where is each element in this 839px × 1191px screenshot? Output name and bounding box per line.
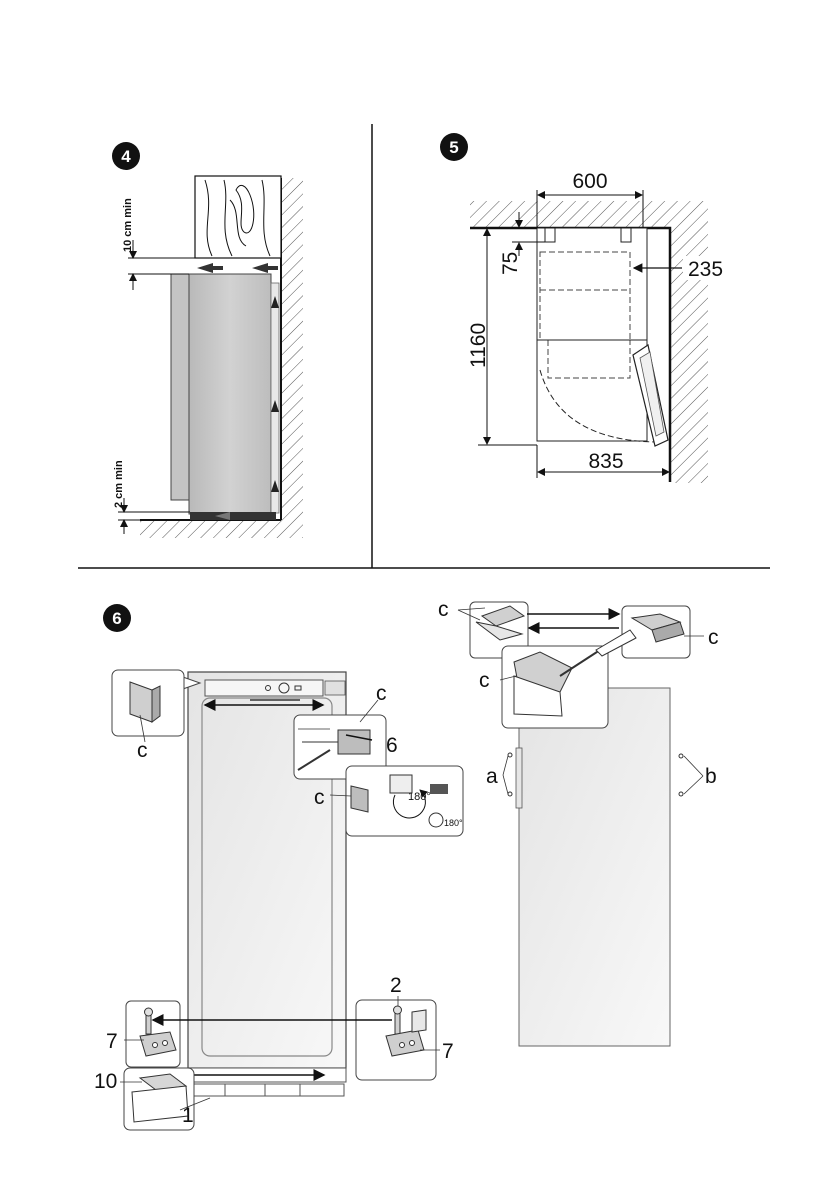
fridge-side-view [171, 274, 279, 520]
top-clearance-label: 10 cm min [122, 198, 134, 252]
label-step-1: 1 [182, 1104, 194, 1127]
figure-4: 4 [112, 142, 303, 538]
label-step-10: 10 [94, 1070, 117, 1093]
label-c-left: c [137, 739, 148, 762]
rear-gap-75-label: 75 [499, 252, 522, 275]
rear-wall [281, 178, 303, 520]
figure-5: 5 600 1160 75 [440, 133, 723, 483]
label-c-swap-left: c [438, 598, 449, 621]
figure-5-badge: 5 [440, 133, 468, 161]
height-1160-label: 1160 [467, 323, 490, 368]
floor [140, 520, 303, 538]
label-a: a [486, 765, 498, 788]
callout-cover-left: c [112, 670, 200, 762]
side-wall [670, 201, 708, 483]
label-step-7-right: 7 [442, 1040, 454, 1063]
label-c-rotate: c [314, 786, 325, 809]
door-panel: a b [486, 688, 717, 1046]
figure-6: 6 c [94, 598, 719, 1130]
wall-gap-235-label: 235 [688, 258, 723, 281]
label-b: b [705, 765, 717, 788]
label-c-hinge: c [376, 682, 387, 705]
label-step-6: 6 [386, 734, 398, 757]
figure-6-badge: 6 [103, 604, 131, 632]
airflow-arrow-2 [252, 263, 268, 273]
label-rotate-180-a: 180° [408, 791, 431, 803]
figure-4-badge: 4 [112, 142, 140, 170]
label-c-screwdriver: c [479, 669, 490, 692]
depth-835-label: 835 [588, 450, 623, 473]
figure-6-number: 6 [112, 609, 121, 628]
wood-cabinet [195, 176, 281, 258]
figure-5-number: 5 [449, 138, 458, 157]
label-step-2: 2 [390, 974, 402, 997]
figure-4-number: 4 [121, 147, 131, 166]
callout-hinge-bottom-left: 7 [106, 1001, 180, 1067]
width-600-label: 600 [572, 170, 607, 193]
airflow-arrow-1 [197, 263, 213, 273]
label-step-7-left: 7 [106, 1030, 118, 1053]
bottom-clearance-label: 2 cm min [113, 460, 125, 508]
label-rotate-180-b: 180° [444, 818, 463, 828]
callout-base-cover: 10 1 [94, 1068, 210, 1130]
fridge-plan-view [537, 228, 668, 446]
label-c-swap-right: c [708, 626, 719, 649]
